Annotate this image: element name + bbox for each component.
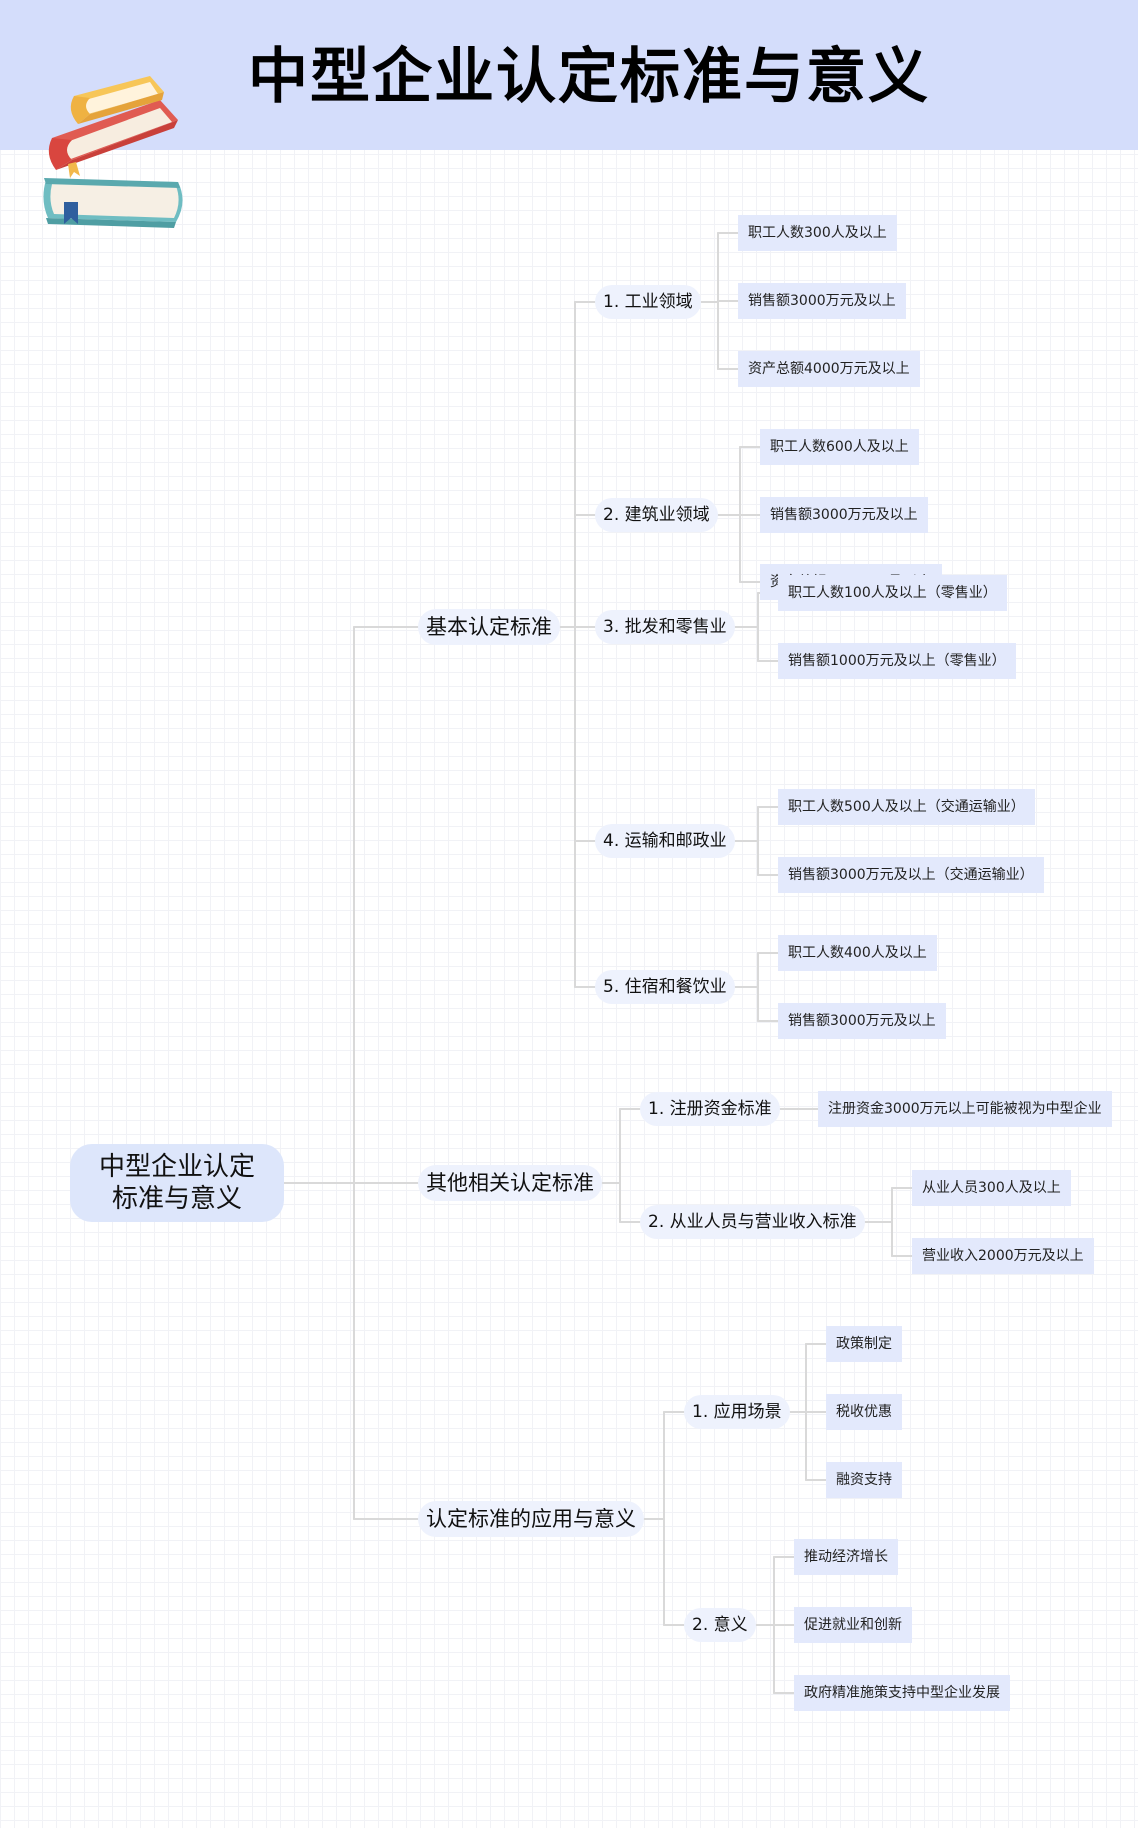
node-hospitality[interactable]: 5. 住宿和餐饮业	[595, 970, 735, 1004]
leaf-construction-sales: 销售额3000万元及以上	[760, 497, 928, 533]
root-label-line1: 中型企业认定	[98, 1152, 255, 1182]
root-label-line2: 标准与意义	[111, 1184, 242, 1214]
leaf-economic-growth: 推动经济增长	[794, 1539, 898, 1575]
stacked-books-icon	[43, 76, 183, 228]
page-title: 中型企业认定标准与意义	[248, 42, 930, 112]
leaf-employment-innovation: 促进就业和创新	[794, 1607, 912, 1643]
node-registered-capital[interactable]: 1. 注册资金标准	[640, 1092, 780, 1126]
node-transport-postal[interactable]: 4. 运输和邮政业	[595, 824, 735, 858]
leaf-employees-300: 从业人员300人及以上	[912, 1170, 1071, 1206]
node-application-scenarios[interactable]: 1. 应用场景	[684, 1395, 790, 1429]
leaf-hospitality-sales: 销售额3000万元及以上	[778, 1003, 946, 1039]
node-significance[interactable]: 2. 意义	[684, 1608, 756, 1642]
leaf-financing-support: 融资支持	[826, 1462, 902, 1498]
leaf-industry-sales: 销售额3000万元及以上	[738, 283, 906, 319]
leaf-revenue-2000: 营业收入2000万元及以上	[912, 1238, 1094, 1274]
leaf-construction-employees: 职工人数600人及以上	[760, 429, 919, 465]
node-employees-revenue[interactable]: 2. 从业人员与营业收入标准	[640, 1205, 865, 1239]
header-banner	[0, 0, 1138, 150]
leaf-policy-making: 政策制定	[826, 1326, 902, 1362]
leaf-retail-employees: 职工人数100人及以上（零售业）	[778, 575, 1007, 611]
node-industry[interactable]: 1. 工业领域	[595, 285, 701, 319]
leaf-retail-sales: 销售额1000万元及以上（零售业）	[778, 643, 1016, 679]
leaf-industry-employees: 职工人数300人及以上	[738, 215, 897, 251]
node-construction[interactable]: 2. 建筑业领域	[595, 498, 718, 532]
branch-application-significance[interactable]: 认定标准的应用与意义	[418, 1501, 644, 1537]
leaf-tax-incentives: 税收优惠	[826, 1394, 902, 1430]
leaf-hospitality-employees: 职工人数400人及以上	[778, 935, 937, 971]
leaf-transport-employees: 职工人数500人及以上（交通运输业）	[778, 789, 1035, 825]
branch-other-criteria[interactable]: 其他相关认定标准	[418, 1165, 602, 1201]
root-node[interactable]: 中型企业认定 标准与意义	[70, 1144, 284, 1222]
branch-basic-criteria[interactable]: 基本认定标准	[418, 609, 560, 645]
leaf-industry-assets: 资产总额4000万元及以上	[738, 351, 920, 387]
node-wholesale-retail[interactable]: 3. 批发和零售业	[595, 610, 735, 644]
leaf-precise-policy-support: 政府精准施策支持中型企业发展	[794, 1675, 1010, 1711]
leaf-transport-sales: 销售额3000万元及以上（交通运输业）	[778, 857, 1044, 893]
leaf-registered-capital: 注册资金3000万元以上可能被视为中型企业	[818, 1091, 1112, 1127]
